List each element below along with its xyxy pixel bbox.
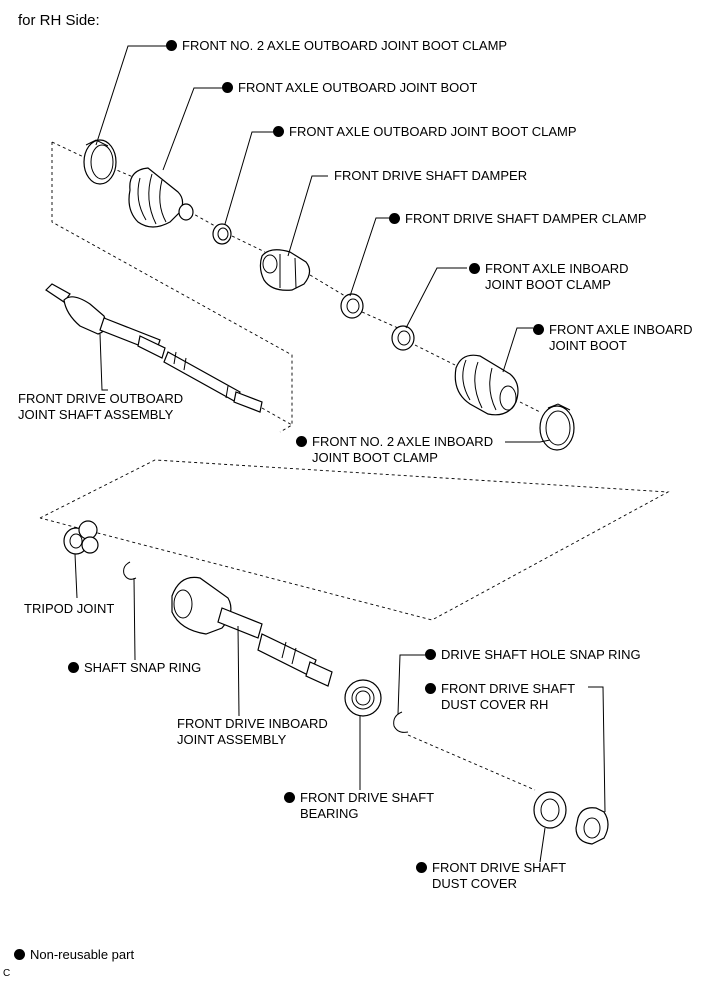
label-text: JOINT BOOT CLAMP bbox=[485, 277, 611, 292]
label-text: BEARING bbox=[300, 806, 359, 821]
inboard-clamp-drawing bbox=[391, 325, 415, 351]
outboard-no2-clamp-drawing bbox=[83, 139, 117, 185]
label-shaft-snap-ring: SHAFT SNAP RING bbox=[68, 660, 201, 676]
non-reusable-dot-icon bbox=[416, 862, 427, 873]
outboard-boot-drawing bbox=[128, 167, 194, 228]
label-outboard-boot: FRONT AXLE OUTBOARD JOINT BOOT bbox=[222, 80, 477, 96]
label-damper-clamp: FRONT DRIVE SHAFT DAMPER CLAMP bbox=[389, 211, 647, 227]
label-hole-snap-ring: DRIVE SHAFT HOLE SNAP RING bbox=[425, 647, 641, 663]
label-tripod-joint: TRIPOD JOINT bbox=[24, 601, 114, 617]
inboard-joint-drawing bbox=[171, 576, 333, 687]
shaft-snap-ring-drawing bbox=[123, 561, 137, 580]
label-outboard-no2-clamp: FRONT NO. 2 AXLE OUTBOARD JOINT BOOT CLA… bbox=[166, 38, 507, 54]
label-text: FRONT AXLE OUTBOARD JOINT BOOT bbox=[238, 80, 478, 95]
inboard-no2-clamp-drawing bbox=[539, 403, 575, 451]
label-text: FRONT AXLE OUTBOARD JOINT BOOT CLAMP bbox=[289, 124, 577, 139]
label-text: FRONT NO. 2 AXLE INBOARD bbox=[312, 434, 494, 449]
damper-clamp-drawing bbox=[340, 293, 364, 319]
label-text: SHAFT SNAP RING bbox=[84, 660, 202, 675]
leader-lines bbox=[74, 45, 606, 863]
label-text: FRONT DRIVE SHAFT DAMPER bbox=[334, 168, 528, 183]
label-text: DRIVE SHAFT HOLE SNAP RING bbox=[441, 647, 641, 662]
label-text: FRONT DRIVE OUTBOARD bbox=[18, 391, 184, 406]
label-text: FRONT DRIVE SHAFT DAMPER CLAMP bbox=[405, 211, 647, 226]
label-text: DUST COVER RH bbox=[441, 697, 549, 712]
label-text: TRIPOD JOINT bbox=[24, 601, 115, 616]
label-text: JOINT BOOT CLAMP bbox=[312, 450, 438, 465]
non-reusable-dot-icon bbox=[284, 792, 295, 803]
non-reusable-dot-icon bbox=[166, 40, 177, 51]
label-damper: FRONT DRIVE SHAFT DAMPER bbox=[334, 168, 527, 184]
assembly-centerline-lower bbox=[39, 459, 670, 791]
hole-snap-ring-drawing bbox=[393, 711, 409, 733]
non-reusable-dot-icon bbox=[425, 649, 436, 660]
label-text: FRONT AXLE INBOARD bbox=[485, 261, 629, 276]
label-outboard-clamp: FRONT AXLE OUTBOARD JOINT BOOT CLAMP bbox=[273, 124, 577, 140]
diagram-header: for RH Side: bbox=[18, 12, 100, 29]
non-reusable-dot-icon bbox=[222, 82, 233, 93]
non-reusable-dot-icon bbox=[14, 949, 25, 960]
bearing-drawing bbox=[344, 679, 382, 717]
dust-cover-drawing bbox=[533, 791, 567, 829]
outboard-shaft-drawing bbox=[45, 283, 263, 413]
non-reusable-dot-icon bbox=[469, 263, 480, 274]
label-text: FRONT AXLE INBOARD bbox=[549, 322, 693, 337]
label-text: FRONT DRIVE SHAFT bbox=[432, 860, 567, 875]
assembly-centerline-upper bbox=[51, 141, 541, 433]
figure-code: C bbox=[3, 968, 11, 979]
non-reusable-dot-icon bbox=[533, 324, 544, 335]
non-reusable-dot-icon bbox=[425, 683, 436, 694]
inboard-boot-drawing bbox=[454, 354, 519, 416]
label-text: FRONT DRIVE SHAFT bbox=[441, 681, 576, 696]
non-reusable-dot-icon bbox=[296, 436, 307, 447]
label-text: JOINT BOOT bbox=[549, 338, 627, 353]
tripod-joint-drawing bbox=[63, 520, 99, 555]
dust-cover-rh-drawing bbox=[575, 807, 609, 845]
non-reusable-dot-icon bbox=[68, 662, 79, 673]
label-text: JOINT ASSEMBLY bbox=[177, 732, 287, 747]
outboard-clamp-drawing bbox=[212, 223, 232, 245]
legend: Non-reusable part bbox=[14, 947, 134, 962]
non-reusable-dot-icon bbox=[273, 126, 284, 137]
label-text: JOINT SHAFT ASSEMBLY bbox=[18, 407, 174, 422]
label-text: FRONT DRIVE INBOARD bbox=[177, 716, 328, 731]
label-text: FRONT NO. 2 AXLE OUTBOARD JOINT BOOT CLA… bbox=[182, 38, 508, 53]
label-text: FRONT DRIVE SHAFT bbox=[300, 790, 435, 805]
legend-text: Non-reusable part bbox=[30, 947, 135, 962]
label-text: DUST COVER bbox=[432, 876, 517, 891]
damper-drawing bbox=[259, 249, 311, 291]
non-reusable-dot-icon bbox=[389, 213, 400, 224]
